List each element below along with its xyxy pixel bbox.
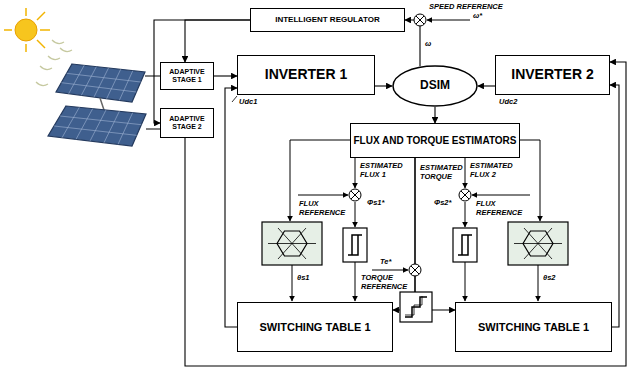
signal-label: FLUX REFERENCE: [298, 200, 350, 217]
wire: [145, 76, 160, 77]
panel-cell-line: [61, 83, 136, 92]
node-text: INTELLIGENT REGULATOR: [275, 16, 380, 25]
panel-cell-line: [107, 69, 121, 98]
signal-label: Te*: [379, 258, 392, 267]
panel-cell-line: [119, 71, 132, 101]
signal-connector: [434, 107, 435, 123]
node-text: FLUX AND TORQUE ESTIMATORS: [354, 135, 517, 146]
inverter-box: INVERTER 1: [237, 55, 375, 95]
reference-arrow: [427, 20, 470, 21]
signal-label: ω: [424, 40, 432, 49]
sector-selector: [262, 222, 568, 265]
three-level-comparator: [400, 292, 432, 322]
node-text: ADAPTIVE STAGE 1: [161, 68, 213, 83]
signal-label: ESTIMATED FLUX 1: [359, 162, 405, 179]
signal-label: ESTIMATED TORQUE: [419, 164, 463, 181]
panel-cell-line: [76, 109, 93, 140]
hysteresis-comparator: [343, 228, 477, 262]
signal-label: FLUX REFERENCE: [475, 200, 527, 217]
machine-ellipse: DSIM: [392, 65, 478, 107]
leader-line: [232, 96, 237, 102]
signal-label: θs1: [296, 274, 311, 283]
estimator-box: FLUX AND TORQUE ESTIMATORS: [350, 123, 520, 158]
signal-label: TORQUE REFERENCE: [360, 274, 404, 291]
solar-panel: [48, 106, 146, 146]
signal-label: θs2: [542, 274, 557, 283]
signal-connector: [478, 85, 495, 86]
signal-connector: [375, 85, 392, 86]
panel-cell-line: [118, 113, 133, 145]
sun: [4, 8, 72, 86]
node-text: INVERTER 2: [511, 67, 593, 82]
node-text: INVERTER 1: [265, 67, 347, 82]
node-text: SWITCHING TABLE 1: [259, 321, 370, 333]
signal-connector: [214, 75, 237, 76]
signal-connector: [405, 20, 420, 66]
wire: [146, 129, 160, 130]
panel-cell-line: [62, 107, 79, 137]
panel-cell-line: [90, 110, 106, 141]
signal-connector: [225, 88, 237, 327]
ellipse-shape: [393, 66, 477, 106]
panel-cell-line: [94, 68, 109, 97]
switching-table-box: SWITCHING TABLE 1: [455, 302, 612, 352]
switching-table-box: SWITCHING TABLE 1: [237, 302, 393, 352]
node-text: SWITCHING TABLE 1: [478, 321, 589, 333]
signal-label: ESTIMATED FLUX 2: [469, 162, 515, 179]
controller-box: INTELLIGENT REGULATOR: [250, 8, 405, 32]
converter-box: ADAPTIVE STAGE 1: [160, 62, 214, 90]
inverter-box: INVERTER 2: [495, 55, 610, 95]
node-text: ADAPTIVE STAGE 2: [161, 115, 213, 130]
summing-junction: [414, 14, 426, 26]
signal-connector: [185, 62, 626, 366]
node-text: DSIM: [420, 79, 450, 92]
signal-wire: [290, 140, 540, 301]
panel-cell-line: [69, 65, 85, 93]
panel-cell-line: [60, 116, 141, 125]
panel-cell-line: [104, 111, 119, 142]
signal-label: ω*: [472, 12, 483, 21]
solar-panel: [56, 64, 145, 110]
signal-label: SPEED REFERENCE: [428, 3, 504, 12]
panel-cell-line: [67, 73, 141, 82]
signal-label: Φs1*: [366, 199, 385, 208]
panel-cell-line: [81, 67, 96, 96]
signal-label: Udc2: [498, 98, 518, 107]
signal-label: Φs2*: [433, 199, 452, 208]
panel-cell-line: [54, 126, 137, 135]
converter-box: ADAPTIVE STAGE 2: [160, 108, 214, 138]
signal-label: Udc1: [238, 98, 258, 107]
signal-connector: [610, 85, 619, 327]
